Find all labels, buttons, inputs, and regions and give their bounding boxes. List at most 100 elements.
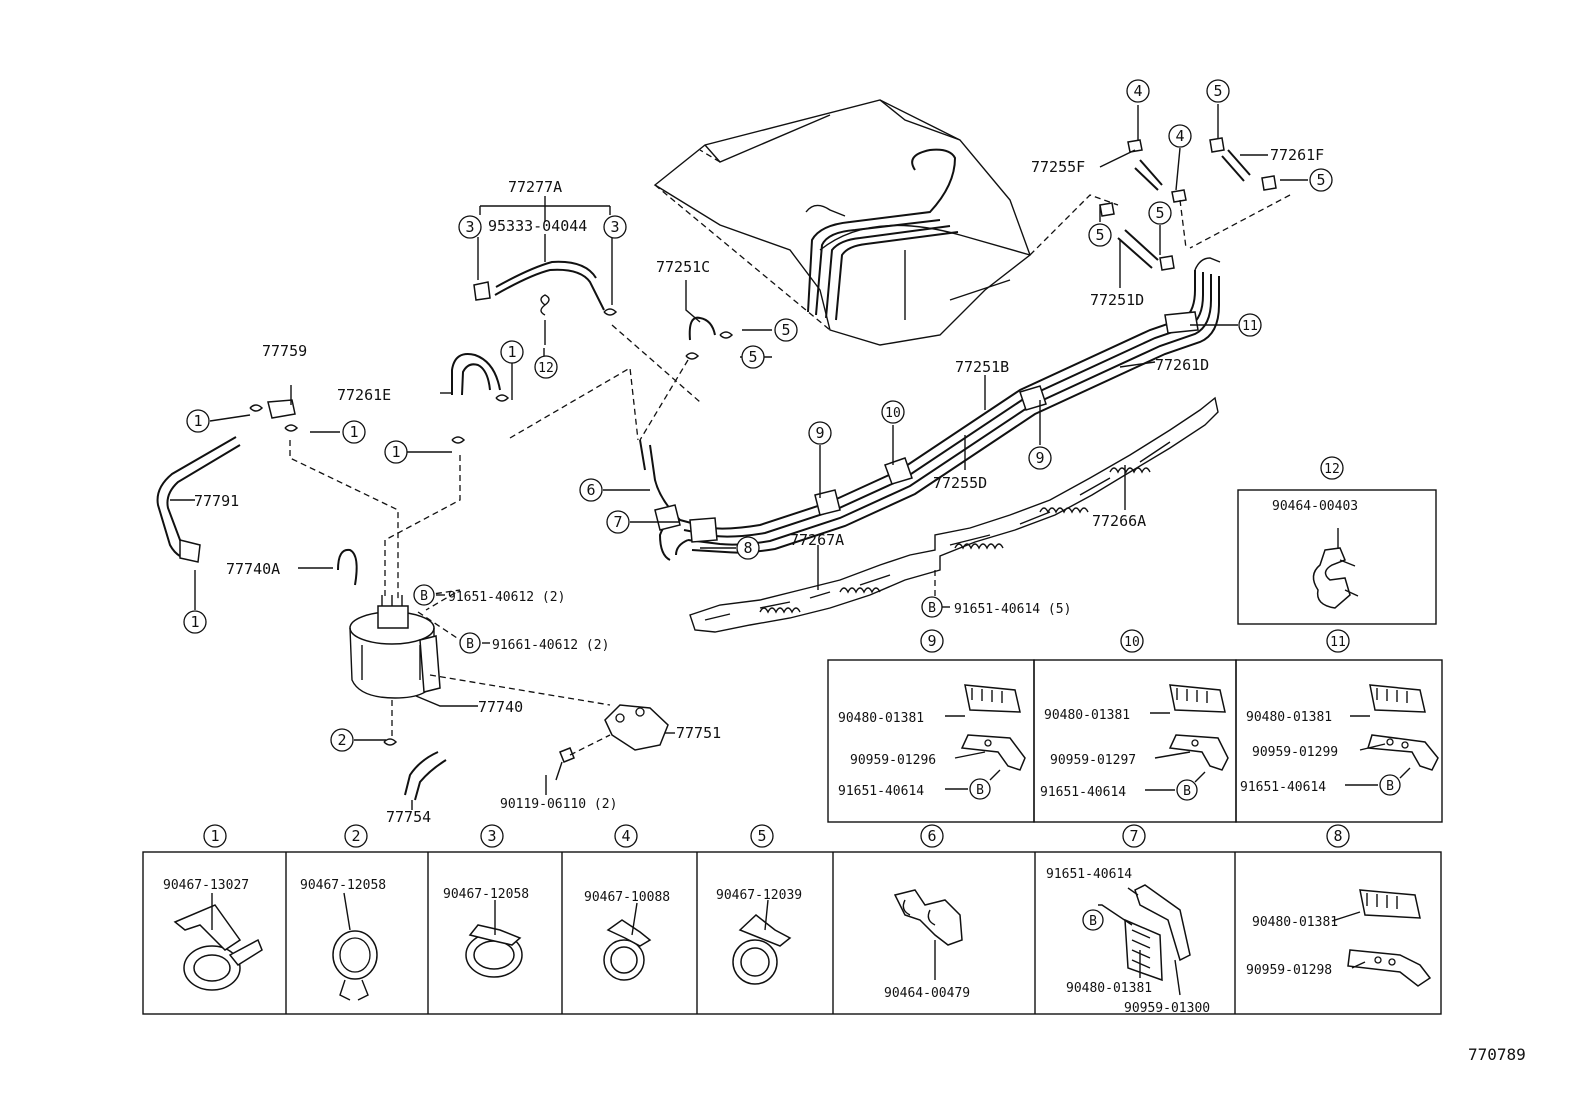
label-77251B: 77251B	[955, 358, 1009, 376]
box7-label-b: 90480-01381	[1066, 981, 1152, 996]
figure-number: 770789	[1468, 1045, 1526, 1064]
box-header-11: 11	[1326, 629, 1350, 653]
label-77261F: 77261F	[1270, 146, 1324, 164]
callout-5: 5	[774, 318, 798, 342]
label-91651-40614-5: 91651-40614 (5)	[954, 602, 1071, 617]
clamp-1	[173, 904, 263, 991]
upper-small-parts	[473, 137, 1291, 360]
label-77759: 77759	[262, 342, 307, 360]
callout-5: 5	[1088, 223, 1112, 247]
callout-B: B	[1082, 909, 1104, 931]
svg-text:B: B	[928, 601, 936, 616]
svg-text:4: 4	[1133, 82, 1142, 100]
svg-text:1: 1	[391, 443, 400, 461]
box5-label: 90467-12039	[716, 888, 802, 903]
svg-text:3: 3	[487, 827, 496, 845]
box-illustrations	[173, 528, 1439, 1001]
box10-label-c: 91651-40614	[1040, 785, 1126, 800]
box-header-8: 8	[1326, 824, 1350, 848]
svg-text:10: 10	[1124, 635, 1140, 650]
clamp-4	[603, 919, 652, 981]
box9-label-b: 90959-01296	[850, 753, 936, 768]
label-77277A: 77277A	[508, 178, 562, 196]
clamp-2	[332, 930, 378, 1001]
box8-label-a: 90480-01381	[1252, 915, 1338, 930]
box1-label: 90467-13027	[163, 878, 249, 893]
fuel-tank-illustration	[653, 99, 1031, 346]
label-77251D: 77251D	[1090, 291, 1144, 309]
box-header-7: 7	[1122, 824, 1146, 848]
svg-text:B: B	[420, 589, 428, 604]
label-77255D: 77255D	[933, 474, 987, 492]
label-91661-40612: 91661-40612 (2)	[492, 638, 609, 653]
box-header-10: 10	[1120, 629, 1144, 653]
callout-7: 7	[606, 510, 630, 534]
box7-label-a: 91651-40614	[1046, 867, 1132, 882]
svg-text:5: 5	[1095, 226, 1104, 244]
svg-text:6: 6	[927, 827, 936, 845]
clip-6	[893, 889, 963, 946]
svg-text:9: 9	[927, 632, 936, 650]
left-components	[156, 324, 701, 801]
svg-text:B: B	[1183, 784, 1191, 799]
svg-text:1: 1	[210, 827, 219, 845]
svg-text:8: 8	[743, 539, 752, 557]
box11-label-b: 90959-01299	[1252, 745, 1338, 760]
svg-text:1: 1	[507, 343, 516, 361]
box9-label-c: 91651-40614	[838, 784, 924, 799]
callout-5: 5	[1206, 79, 1230, 103]
callout-B: B	[969, 778, 991, 800]
svg-text:B: B	[976, 783, 984, 798]
label-91651-40612: 91651-40612 (2)	[448, 590, 565, 605]
box-labels: 90464-00403 90480-01381 90959-01296 9165…	[163, 499, 1358, 1016]
label-77266A: 77266A	[1092, 512, 1146, 530]
svg-text:B: B	[1089, 914, 1097, 929]
svg-text:7: 7	[613, 513, 622, 531]
box-header-2: 2	[344, 824, 368, 848]
svg-text:1: 1	[190, 613, 199, 631]
clamp-3	[465, 924, 523, 978]
box2-label: 90467-12058	[300, 878, 386, 893]
svg-text:B: B	[1386, 779, 1394, 794]
label-77261E: 77261E	[337, 386, 391, 404]
svg-text:1: 1	[193, 412, 202, 430]
box11-label-a: 90480-01381	[1246, 710, 1332, 725]
svg-text:12: 12	[1324, 462, 1340, 477]
box-header-3: 3	[480, 824, 504, 848]
callout-4: 4	[1126, 79, 1150, 103]
callout-5: 5	[1309, 168, 1333, 192]
box9-label-a: 90480-01381	[838, 711, 924, 726]
svg-text:11: 11	[1242, 319, 1258, 334]
callout-B: B	[459, 632, 481, 654]
callout-11: 11	[1238, 313, 1262, 337]
box6-label: 90464-00479	[884, 986, 970, 1001]
svg-text:5: 5	[748, 348, 757, 366]
box-header-4: 4	[614, 824, 638, 848]
callout-4: 4	[1168, 124, 1192, 148]
callout-2: 2	[330, 728, 354, 752]
box7-label-c: 90959-01300	[1124, 1001, 1210, 1016]
box10-label-b: 90959-01297	[1050, 753, 1136, 768]
svg-text:11: 11	[1330, 635, 1346, 650]
callout-B: B	[413, 584, 435, 606]
callout-1: 1	[183, 610, 207, 634]
label-77267A: 77267A	[790, 531, 844, 549]
box12-label: 90464-00403	[1272, 499, 1358, 514]
box10-parts	[1168, 684, 1229, 771]
box11-label-c: 91651-40614	[1240, 780, 1326, 795]
svg-text:5: 5	[1155, 204, 1164, 222]
part-labels: 77277A 95333-04044 77251C 77255F 77261F …	[194, 146, 1324, 826]
svg-text:9: 9	[815, 424, 824, 442]
svg-text:12: 12	[538, 361, 554, 376]
box-header-6: 6	[920, 824, 944, 848]
svg-text:5: 5	[781, 321, 790, 339]
label-77791: 77791	[194, 492, 239, 510]
box-11	[1235, 659, 1443, 823]
box8-label-b: 90959-01298	[1246, 963, 1332, 978]
box3-label: 90467-12058	[443, 887, 529, 902]
box8-parts	[1347, 889, 1432, 987]
svg-text:5: 5	[757, 827, 766, 845]
label-95333-04044: 95333-04044	[488, 217, 587, 235]
label-77251C: 77251C	[656, 258, 710, 276]
